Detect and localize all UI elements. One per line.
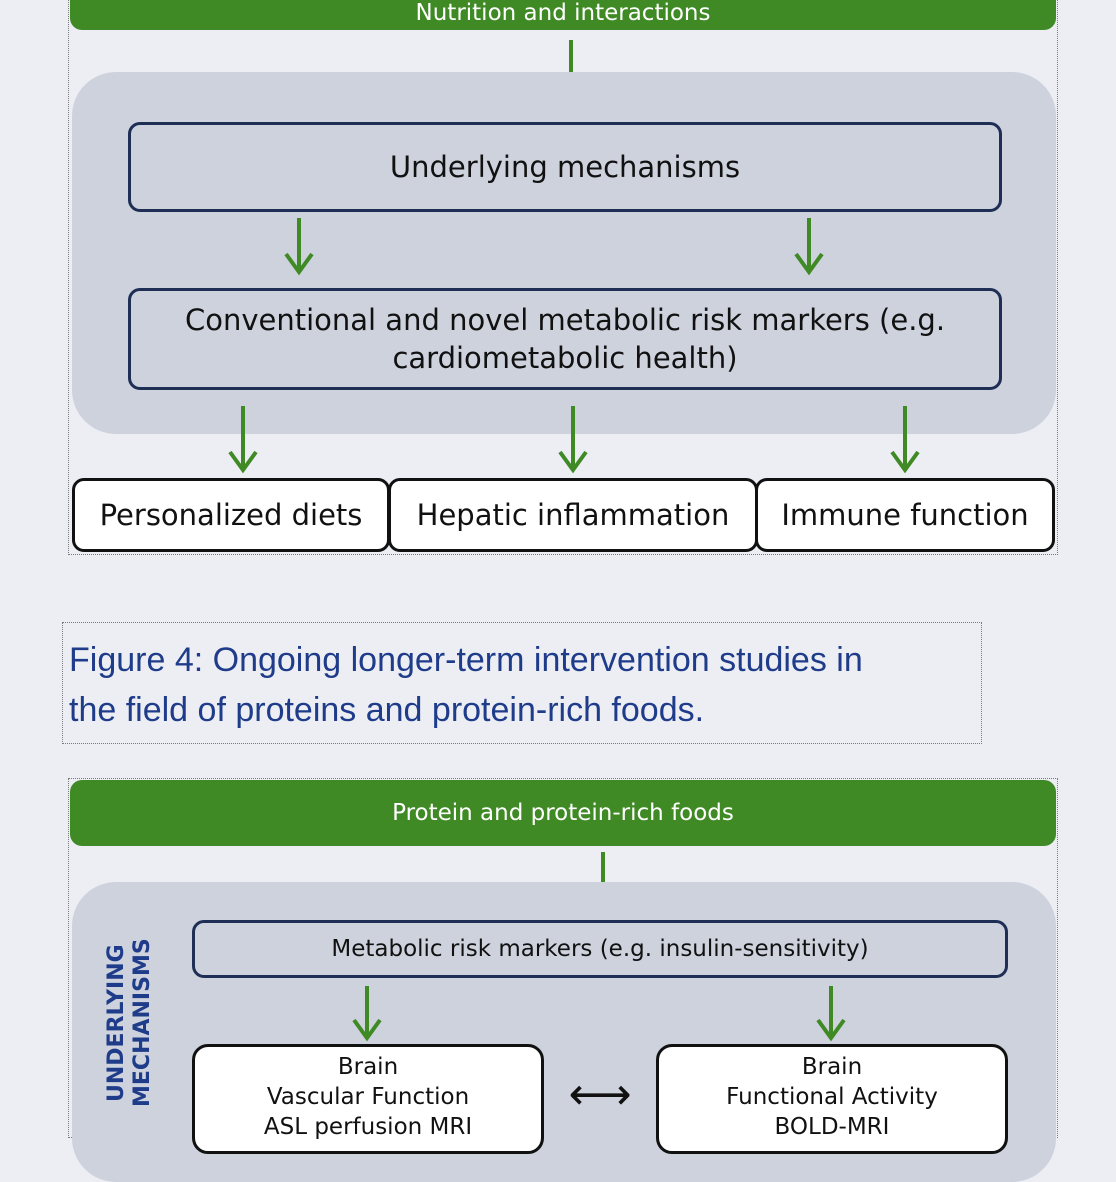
brain-left-line1: Brain — [337, 1054, 399, 1080]
figure3-arrow-right-mid — [794, 218, 824, 276]
figure3-frame — [68, 0, 1058, 555]
figure3-markers-label: Conventional and novel metabolic risk ma… — [184, 303, 946, 375]
figure3-arrow-left-mid — [284, 218, 314, 276]
outcome-label: Hepatic inflammation — [416, 498, 730, 532]
brain-functional-activity-box: Brain Functional Activity BOLD-MRI — [656, 1044, 1008, 1154]
figure3-arrow-outcome-2 — [558, 406, 588, 474]
figure3-arrow-outcome-3 — [890, 406, 920, 474]
outcome-label: Immune function — [781, 498, 1029, 532]
figure4-caption: Figure 4: Ongoing longer-term interventi… — [62, 622, 982, 744]
figure4-side-label-line1: UNDERLYING — [104, 944, 129, 1102]
outcome-box-hepatic-inflammation: Hepatic inflammation — [388, 478, 758, 552]
figure4-side-label: UNDERLYING MECHANISMS — [104, 930, 160, 1116]
brain-left-line3: ASL perfusion MRI — [263, 1114, 473, 1140]
figure4-caption-line2: the field of proteins and protein-rich f… — [69, 691, 705, 729]
figure3-arrow-outcome-1 — [228, 406, 258, 474]
figure4-caption-line1: Figure 4: Ongoing longer-term interventi… — [69, 641, 863, 679]
bidirectional-arrow-icon: ⟷ — [568, 1069, 632, 1120]
brain-left-line2: Vascular Function — [266, 1084, 470, 1110]
brain-right-line2: Functional Activity — [726, 1084, 938, 1110]
brain-vascular-function-box: Brain Vascular Function ASL perfusion MR… — [192, 1044, 544, 1154]
figure4-arrow-left-mid — [352, 986, 382, 1042]
figure3-mechanisms-box: Underlying mechanisms — [128, 122, 1002, 212]
figure4-top-bar: Protein and protein-rich foods — [70, 780, 1056, 846]
outcome-label: Personalized diets — [99, 498, 363, 532]
figure4-markers-box: Metabolic risk markers (e.g. insulin-sen… — [192, 920, 1008, 978]
outcome-box-personalized-diets: Personalized diets — [72, 478, 390, 552]
figure3-top-bar-label: Nutrition and interactions — [415, 0, 711, 26]
figure4-arrow-right-mid — [816, 986, 846, 1042]
outcome-box-immune-function: Immune function — [755, 478, 1055, 552]
figure3-mechanisms-label: Underlying mechanisms — [389, 150, 741, 184]
figure4-top-bar-label: Protein and protein-rich foods — [392, 800, 734, 826]
figure4-side-label-line2: MECHANISMS — [130, 938, 155, 1108]
figure3-top-bar: Nutrition and interactions — [70, 0, 1056, 30]
figure3-markers-box: Conventional and novel metabolic risk ma… — [128, 288, 1002, 390]
brain-right-line3: BOLD-MRI — [774, 1114, 890, 1140]
brain-right-line1: Brain — [801, 1054, 863, 1080]
figure4-markers-label: Metabolic risk markers (e.g. insulin-sen… — [331, 936, 869, 962]
